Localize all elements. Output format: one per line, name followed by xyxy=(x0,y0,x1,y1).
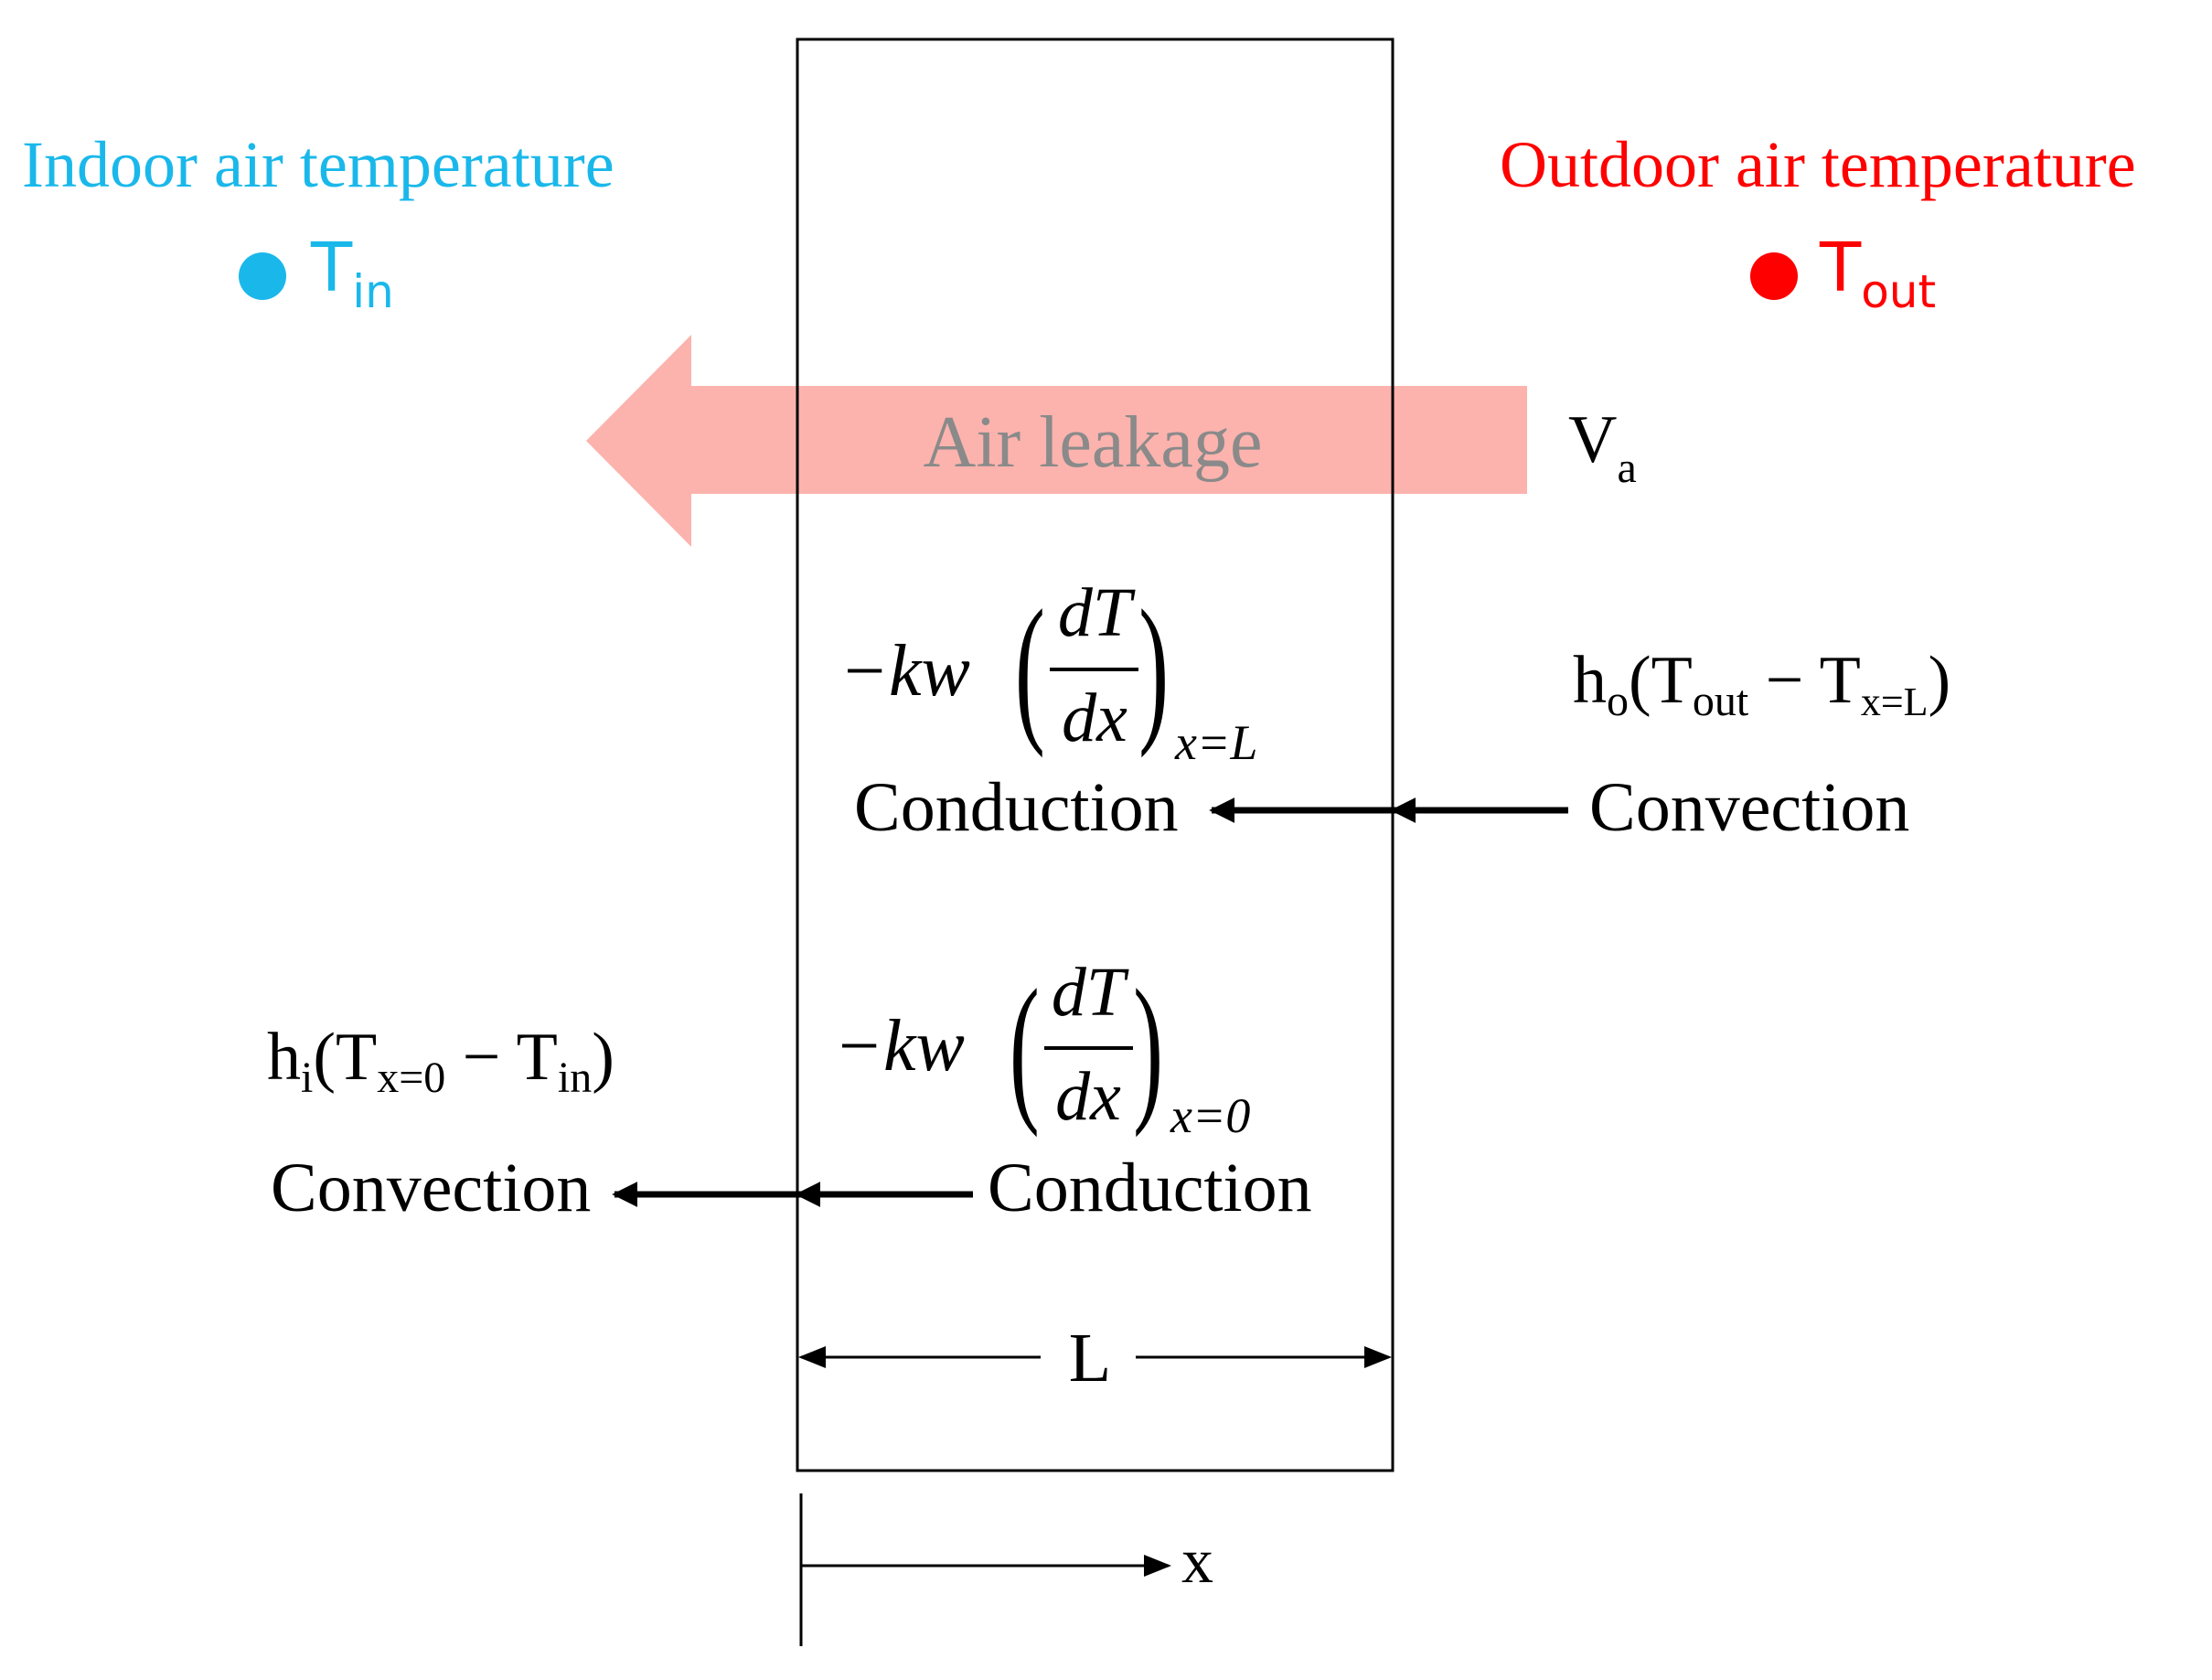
air-leakage-label: Air leakage xyxy=(924,402,1263,483)
inner-dT-numerator: dT xyxy=(1052,954,1129,1031)
outer-conduction-prefix: −kw xyxy=(839,631,970,712)
inner-right-paren: ) xyxy=(1133,957,1163,1138)
indoor-temperature-symbol: Tin xyxy=(310,229,394,318)
inner-eval-subscript: x=0 xyxy=(1170,1088,1250,1143)
inner-conduction-prefix: −kw xyxy=(834,1006,965,1086)
inner-left-paren: ( xyxy=(1010,957,1040,1138)
outer-dx-denominator: dx xyxy=(1062,679,1127,756)
indoor-air-temperature-label: Indoor air temperature xyxy=(22,128,614,201)
air-leakage-rate-symbol: Va xyxy=(1568,402,1637,492)
outer-conduction-label: Conduction xyxy=(854,769,1179,846)
outer-eval-subscript: x=L xyxy=(1174,715,1257,770)
thickness-label: L xyxy=(1069,1320,1111,1396)
inner-convection-expression: hi(Tx=0 − Tin) xyxy=(267,1020,614,1102)
outer-dT-numerator: dT xyxy=(1058,574,1136,651)
air-leakage-arrow xyxy=(586,335,1527,547)
x-axis-label: x xyxy=(1181,1526,1213,1597)
outer-convection-label: Convection xyxy=(1589,769,1909,846)
outdoor-temperature-point xyxy=(1750,252,1798,300)
inner-convection-label: Convection xyxy=(271,1150,591,1226)
inner-conduction-label: Conduction xyxy=(988,1150,1312,1226)
outdoor-air-temperature-label: Outdoor air temperature xyxy=(1500,128,2136,201)
wall xyxy=(796,37,1395,1472)
indoor-temperature-point xyxy=(239,252,286,300)
outer-convection-expression: ho(Tout − Tx=L) xyxy=(1573,643,1950,725)
outdoor-temperature-symbol: Tout xyxy=(1819,229,1936,318)
outer-left-paren: ( xyxy=(1015,577,1045,758)
inner-dx-denominator: dx xyxy=(1055,1058,1121,1135)
outer-right-paren: ) xyxy=(1138,577,1169,758)
